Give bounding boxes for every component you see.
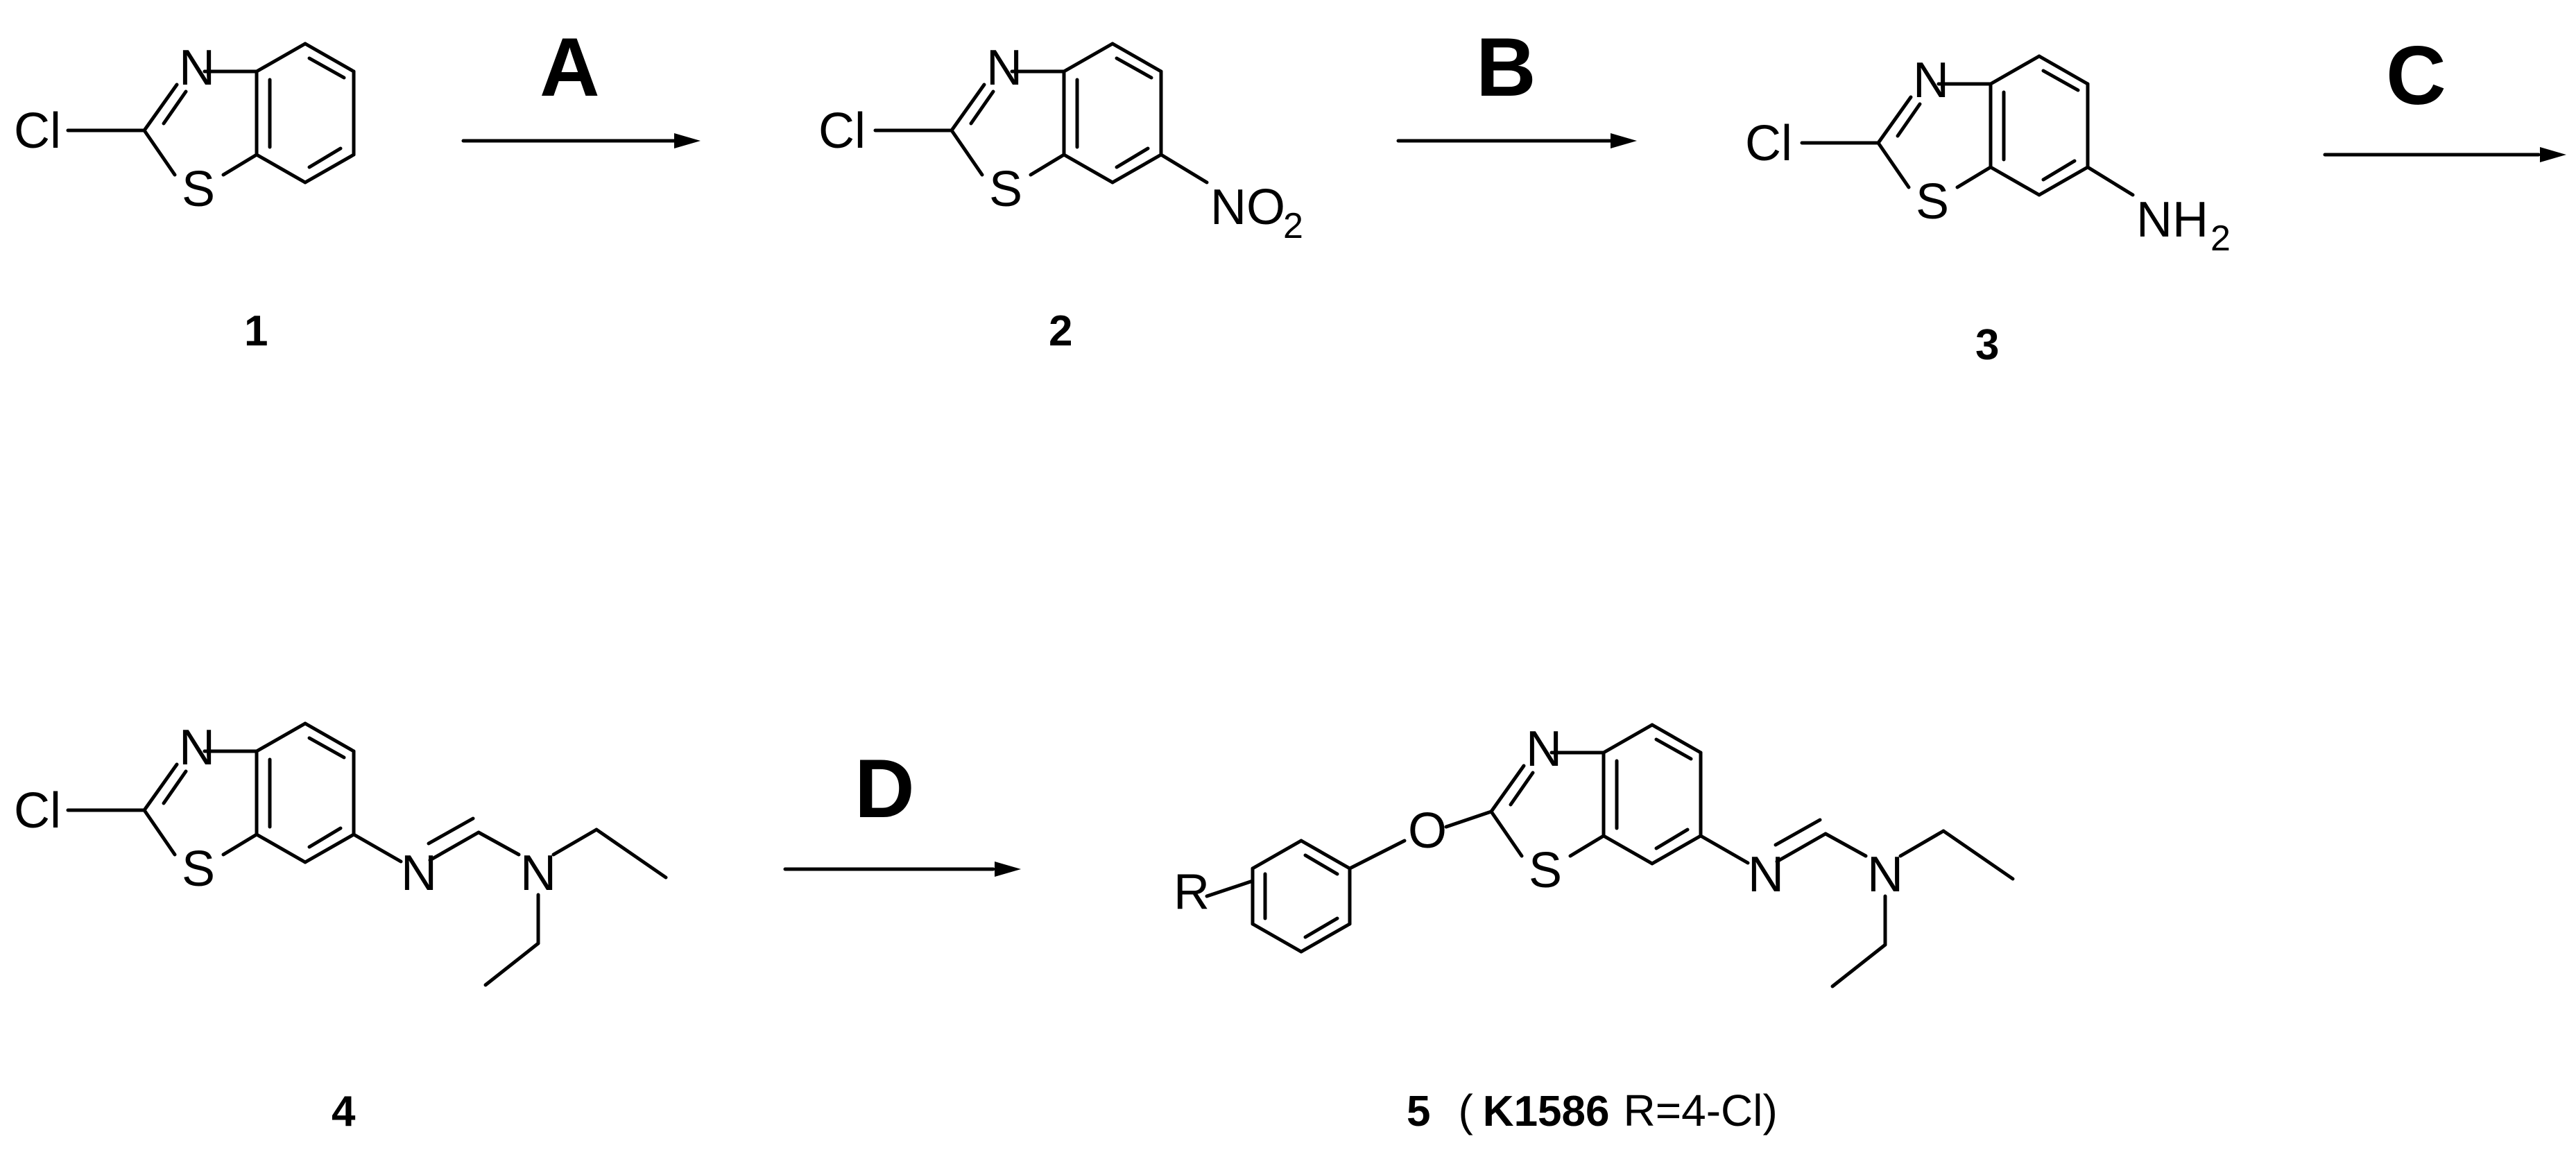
nitrogen-atom: N <box>1913 53 1949 108</box>
amine-nitrogen-atom: N <box>1867 847 1903 902</box>
nitrogen-atom: N <box>1526 721 1562 777</box>
compound-number-5: 5 <box>1407 1088 1430 1135</box>
reaction-arrow-b <box>1396 133 1637 148</box>
step-label-a: A <box>540 21 600 114</box>
imine-nitrogen-atom: N <box>401 846 437 901</box>
compound-number-1: 1 <box>244 307 268 355</box>
r-group-definition: R=4-Cl) <box>1624 1086 1778 1135</box>
reaction-arrow-a <box>461 133 701 148</box>
compound-1-structure: Cl N S <box>14 40 356 217</box>
reaction-arrow-c <box>2323 147 2566 162</box>
sulfur-atom: S <box>1529 843 1562 898</box>
compound-4-structure: Cl N S N N <box>14 720 668 987</box>
nitrogen-atom: N <box>179 40 215 96</box>
step-label-c: C <box>2386 29 2446 122</box>
chlorine-atom: Cl <box>14 783 61 839</box>
sulfur-atom: S <box>182 162 215 217</box>
caption-open-paren: ( <box>1458 1086 1472 1135</box>
oxygen-atom: O <box>1408 803 1447 859</box>
chlorine-atom: Cl <box>14 103 61 159</box>
chlorine-atom: Cl <box>818 103 866 159</box>
nitro-group-label: NO <box>1210 180 1285 235</box>
compound-name: K1586 <box>1483 1088 1610 1135</box>
nitrogen-atom: N <box>179 720 215 775</box>
compound-5-structure: R O N S N N <box>1174 721 2015 988</box>
sulfur-atom: S <box>182 841 215 897</box>
amine-nitrogen-atom: N <box>520 846 556 901</box>
compound-number-2: 2 <box>1049 307 1072 355</box>
amino-group-label: NH <box>2136 192 2208 248</box>
reaction-arrow-d <box>783 862 1021 877</box>
nitrogen-atom: N <box>986 40 1022 96</box>
sulfur-atom: S <box>1916 174 1949 230</box>
compound-5-caption: 5 ( K1586 R=4-Cl) <box>1407 1086 1778 1135</box>
compound-number-3: 3 <box>1975 321 1999 369</box>
sulfur-atom: S <box>989 162 1022 217</box>
step-label-b: B <box>1476 21 1536 114</box>
nitro-subscript: 2 <box>1283 206 1303 246</box>
compound-number-4: 4 <box>332 1088 356 1135</box>
imine-nitrogen-atom: N <box>1748 847 1784 902</box>
chlorine-atom: Cl <box>1745 116 1792 171</box>
compound-2-structure: Cl N S NO 2 <box>818 40 1303 246</box>
r-substituent-label: R <box>1174 864 1210 920</box>
amino-subscript: 2 <box>2210 218 2231 259</box>
step-label-d: D <box>855 742 915 835</box>
compound-3-structure: Cl N S NH 2 <box>1745 53 2231 259</box>
